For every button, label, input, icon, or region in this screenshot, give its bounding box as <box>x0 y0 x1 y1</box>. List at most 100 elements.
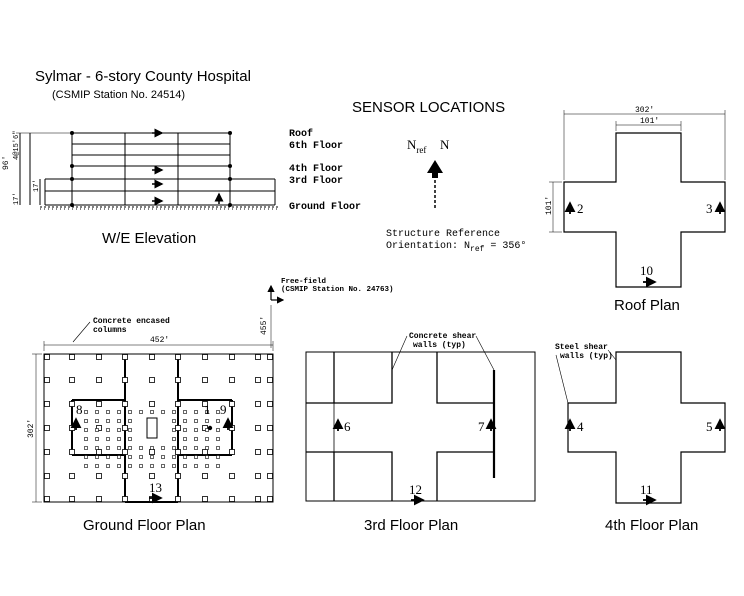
column-marker <box>229 354 235 360</box>
ground-dim-width: 452' <box>150 336 169 345</box>
roof-plan-outline <box>563 132 726 288</box>
interior-column-marker <box>183 455 187 459</box>
steel-walls-label-2: walls (typ) <box>560 352 613 361</box>
building-title: Sylmar - 6-story County Hospital <box>35 68 251 85</box>
interior-column-marker <box>117 464 121 468</box>
north-arrow-icon <box>427 160 443 210</box>
interior-column-marker <box>150 410 154 414</box>
column-marker <box>255 473 261 479</box>
interior-column-marker <box>139 464 143 468</box>
interior-column-marker <box>106 428 110 432</box>
column-marker <box>96 377 102 383</box>
steel-walls-label: Steel shear <box>555 343 608 352</box>
dim-lower-1: 17' <box>13 192 21 205</box>
column-marker <box>267 473 273 479</box>
interior-column-marker <box>194 446 198 450</box>
column-marker <box>267 449 273 455</box>
column-marker <box>149 377 155 383</box>
roof-plan-caption: Roof Plan <box>614 297 680 314</box>
column-marker <box>229 377 235 383</box>
interior-column-marker <box>216 428 220 432</box>
interior-column-marker <box>117 428 121 432</box>
interior-column-marker <box>216 446 220 450</box>
interior-column-marker <box>150 464 154 468</box>
column-marker <box>96 425 102 431</box>
floor-label-6th: 6th Floor <box>289 140 343 152</box>
interior-column-marker <box>117 419 121 423</box>
third-sensor-arrows <box>332 418 497 506</box>
interior-column-marker <box>95 437 99 441</box>
interior-column-marker <box>95 464 99 468</box>
interior-column-marker <box>205 446 209 450</box>
sensor-6-label: 6 <box>344 419 351 434</box>
sensor-8-label: 8 <box>76 402 83 417</box>
free-field-distance: 455' <box>260 316 269 335</box>
column-marker <box>229 449 235 455</box>
interior-column-marker <box>183 428 187 432</box>
interior-column-marker <box>128 446 132 450</box>
interior-column-marker <box>128 437 132 441</box>
column-marker <box>149 401 155 407</box>
interior-column-marker <box>139 446 143 450</box>
column-marker <box>44 401 50 407</box>
columns-label-2: columns <box>93 326 127 335</box>
interior-column-marker <box>172 428 176 432</box>
column-marker <box>96 473 102 479</box>
column-marker <box>44 449 50 455</box>
interior-column-marker <box>106 419 110 423</box>
interior-column-marker <box>84 410 88 414</box>
sensor-11-label: 11 <box>640 482 653 497</box>
interior-column-marker <box>84 455 88 459</box>
interior-column-marker <box>183 410 187 414</box>
floor-label-4th: 4th Floor <box>289 163 343 175</box>
interior-column-marker <box>128 455 132 459</box>
dim-lower-2: 17' <box>33 179 41 192</box>
fourth-plan-outline <box>567 351 726 504</box>
column-marker <box>175 473 181 479</box>
dim-typ-story: 4@15'6" <box>13 131 21 160</box>
interior-column-marker <box>216 419 220 423</box>
interior-column-marker <box>128 410 132 414</box>
interior-column-marker <box>172 419 176 423</box>
interior-column-marker <box>194 428 198 432</box>
interior-column-marker <box>95 455 99 459</box>
column-marker <box>202 401 208 407</box>
column-marker <box>69 496 75 502</box>
third-plan-caption: 3rd Floor Plan <box>364 517 458 534</box>
interior-column-marker <box>128 419 132 423</box>
interior-column-marker <box>216 410 220 414</box>
sensor-4-label: 4 <box>577 419 584 434</box>
interior-column-marker <box>205 410 209 414</box>
interior-column-marker <box>95 410 99 414</box>
column-marker <box>44 473 50 479</box>
column-marker <box>44 496 50 502</box>
interior-column-marker <box>106 410 110 414</box>
dim-total-height: 96' <box>2 156 11 170</box>
interior-column-marker <box>117 455 121 459</box>
third-plan-outline <box>305 351 536 502</box>
interior-column-marker <box>183 419 187 423</box>
column-marker <box>229 473 235 479</box>
concrete-walls-label: Concrete shear <box>409 332 476 341</box>
interior-column-marker <box>183 437 187 441</box>
interior-column-marker <box>205 455 209 459</box>
interior-column-marker <box>106 464 110 468</box>
floor-label-3rd: 3rd Floor <box>289 175 343 187</box>
sensor-12-label: 12 <box>409 482 422 497</box>
ground-dim-height: 302' <box>27 419 36 438</box>
interior-column-marker <box>161 410 165 414</box>
column-marker <box>267 377 273 383</box>
column-marker <box>202 354 208 360</box>
interior-column-marker <box>194 464 198 468</box>
interior-column-marker <box>161 464 165 468</box>
column-marker <box>175 496 181 502</box>
column-marker <box>96 354 102 360</box>
interior-column-marker <box>139 410 143 414</box>
free-field-label: Free-field <box>281 278 326 286</box>
roof-dim-height: 101' <box>545 196 554 215</box>
free-field-icon <box>267 284 285 304</box>
interior-column-marker <box>194 437 198 441</box>
interior-column-marker <box>117 446 121 450</box>
interior-column-marker <box>95 446 99 450</box>
interior-column-marker <box>172 446 176 450</box>
